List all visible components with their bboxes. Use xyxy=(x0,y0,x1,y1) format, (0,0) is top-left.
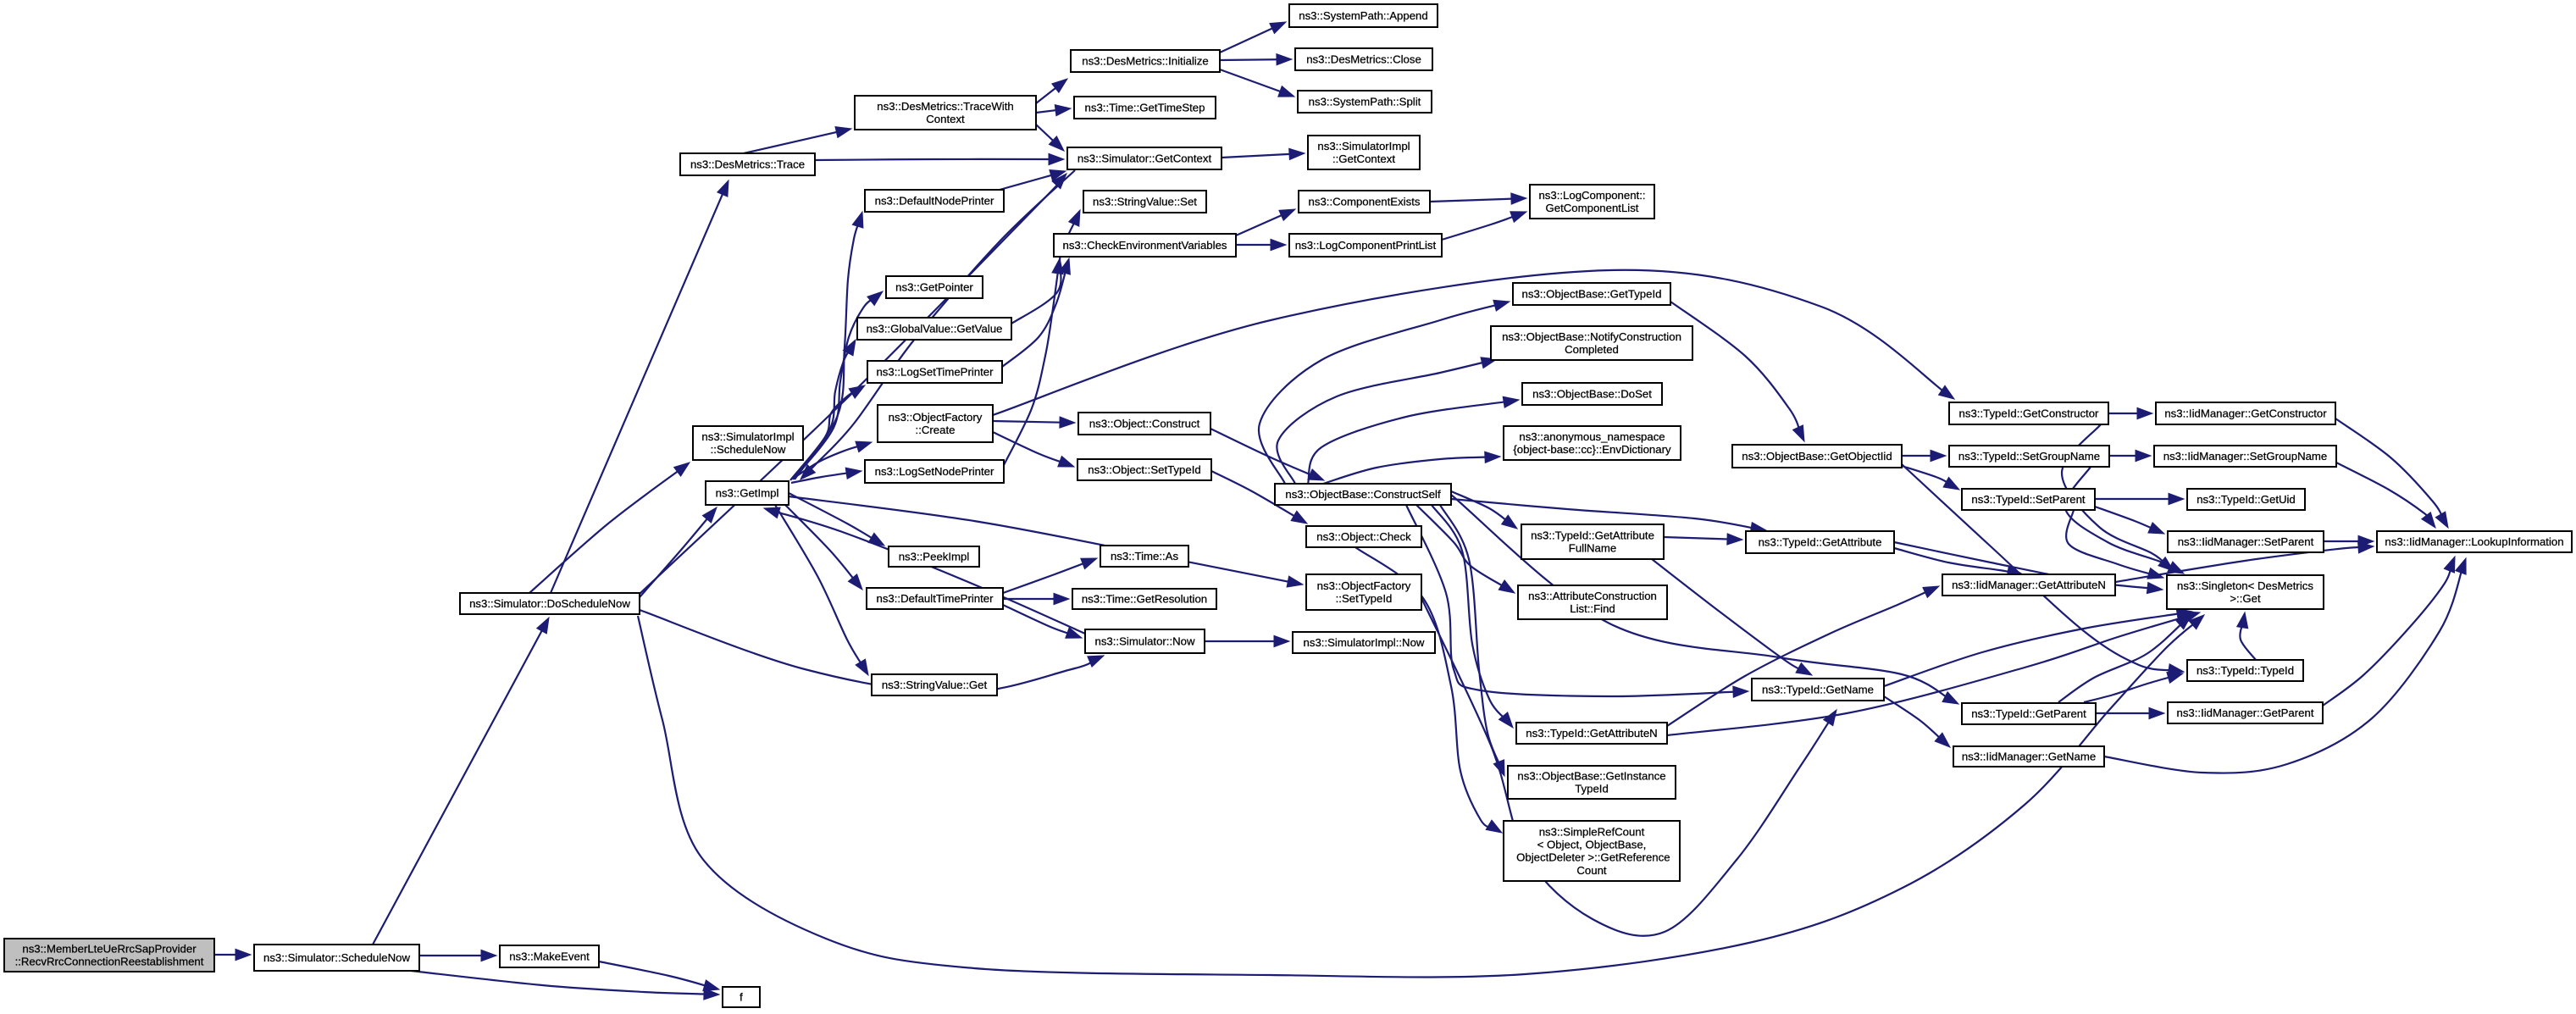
svg-text:ns3::TypeId::GetAttributeN: ns3::TypeId::GetAttributeN xyxy=(1526,727,1657,740)
svg-text:ns3::GlobalValue::GetValue: ns3::GlobalValue::GetValue xyxy=(867,323,1003,335)
svg-text:ns3::ObjectBase::NotifyConstru: ns3::ObjectBase::NotifyConstructionCompl… xyxy=(1502,330,1681,356)
svg-text:ns3::anonymous_namespace{objec: ns3::anonymous_namespace{object-base::cc… xyxy=(1513,430,1671,456)
svg-text:ns3::TypeId::GetConstructor: ns3::TypeId::GetConstructor xyxy=(1959,407,2100,420)
svg-text:ns3::IidManager::GetName: ns3::IidManager::GetName xyxy=(1962,751,2096,763)
svg-text:ns3::ObjectFactory::SetTypeId: ns3::ObjectFactory::SetTypeId xyxy=(1317,579,1411,605)
svg-text:f: f xyxy=(740,991,743,1004)
svg-text:ns3::SimpleRefCount< Object, O: ns3::SimpleRefCount< Object, ObjectBase,… xyxy=(1513,825,1670,877)
svg-text:ns3::TypeId::SetParent: ns3::TypeId::SetParent xyxy=(1971,493,2085,506)
svg-text:ns3::StringValue::Set: ns3::StringValue::Set xyxy=(1093,196,1197,208)
svg-text:ns3::ObjectBase::GetTypeId: ns3::ObjectBase::GetTypeId xyxy=(1522,288,1662,301)
svg-text:ns3::DesMetrics::Close: ns3::DesMetrics::Close xyxy=(1306,53,1421,66)
svg-text:ns3::GetPointer: ns3::GetPointer xyxy=(895,281,973,294)
svg-text:ns3::SimulatorImpl::GetContext: ns3::SimulatorImpl::GetContext xyxy=(1317,140,1410,165)
svg-text:ns3::MakeEvent: ns3::MakeEvent xyxy=(509,950,590,963)
svg-text:ns3::IidManager::GetConstructo: ns3::IidManager::GetConstructor xyxy=(2164,407,2327,420)
svg-text:ns3::ObjectBase::GetObjectIid: ns3::ObjectBase::GetObjectIid xyxy=(1742,450,1892,463)
svg-text:ns3::Object::SetTypeId: ns3::Object::SetTypeId xyxy=(1088,463,1200,476)
svg-text:ns3::SimulatorImpl::Now: ns3::SimulatorImpl::Now xyxy=(1304,636,1425,649)
svg-text:ns3::GetImpl: ns3::GetImpl xyxy=(716,487,779,500)
svg-text:ns3::Simulator::ScheduleNow: ns3::Simulator::ScheduleNow xyxy=(263,951,410,964)
svg-text:ns3::ObjectBase::ConstructSelf: ns3::ObjectBase::ConstructSelf xyxy=(1285,488,1441,501)
svg-text:ns3::SystemPath::Split: ns3::SystemPath::Split xyxy=(1309,96,1421,108)
svg-text:ns3::Simulator::Now: ns3::Simulator::Now xyxy=(1095,635,1195,648)
svg-text:ns3::SystemPath::Append: ns3::SystemPath::Append xyxy=(1299,9,1427,22)
svg-text:ns3::IidManager::SetParent: ns3::IidManager::SetParent xyxy=(2178,535,2314,548)
svg-text:ns3::TypeId::TypeId: ns3::TypeId::TypeId xyxy=(2197,664,2294,677)
svg-text:ns3::IidManager::GetParent: ns3::IidManager::GetParent xyxy=(2176,706,2313,719)
svg-text:ns3::IidManager::SetGroupName: ns3::IidManager::SetGroupName xyxy=(2163,450,2328,463)
svg-text:ns3::DefaultNodePrinter: ns3::DefaultNodePrinter xyxy=(875,195,994,208)
svg-text:ns3::LogComponent::GetComponen: ns3::LogComponent::GetComponentList xyxy=(1538,189,1645,214)
svg-text:ns3::StringValue::Get: ns3::StringValue::Get xyxy=(882,679,988,691)
svg-text:ns3::ComponentExists: ns3::ComponentExists xyxy=(1309,196,1421,208)
svg-text:ns3::LogSetTimePrinter: ns3::LogSetTimePrinter xyxy=(876,366,994,379)
svg-text:ns3::Time::GetResolution: ns3::Time::GetResolution xyxy=(1082,593,1207,606)
svg-text:ns3::CheckEnvironmentVariables: ns3::CheckEnvironmentVariables xyxy=(1063,239,1227,252)
svg-text:ns3::DesMetrics::Initialize: ns3::DesMetrics::Initialize xyxy=(1082,55,1209,68)
svg-text:ns3::TypeId::GetParent: ns3::TypeId::GetParent xyxy=(1971,707,2086,720)
svg-text:ns3::Object::Check: ns3::Object::Check xyxy=(1316,530,1411,543)
svg-text:ns3::TypeId::GetUid: ns3::TypeId::GetUid xyxy=(2197,493,2296,506)
svg-text:ns3::DefaultTimePrinter: ns3::DefaultTimePrinter xyxy=(876,592,994,605)
svg-text:ns3::Singleton< DesMetrics>::G: ns3::Singleton< DesMetrics>::Get xyxy=(2177,579,2313,605)
svg-text:ns3::TypeId::SetGroupName: ns3::TypeId::SetGroupName xyxy=(1958,450,2100,463)
svg-text:ns3::TypeId::GetName: ns3::TypeId::GetName xyxy=(1762,684,1874,696)
svg-text:ns3::MemberLteUeRrcSapProvider: ns3::MemberLteUeRrcSapProvider::RecvRrcC… xyxy=(15,943,204,968)
svg-text:ns3::Simulator::DoScheduleNow: ns3::Simulator::DoScheduleNow xyxy=(469,597,630,610)
svg-text:ns3::Time::As: ns3::Time::As xyxy=(1111,550,1179,562)
svg-text:ns3::SimulatorImpl::ScheduleNo: ns3::SimulatorImpl::ScheduleNow xyxy=(701,430,794,456)
svg-text:ns3::Simulator::GetContext: ns3::Simulator::GetContext xyxy=(1077,152,1212,165)
svg-text:ns3::LogComponentPrintList: ns3::LogComponentPrintList xyxy=(1295,239,1437,252)
svg-text:ns3::ObjectBase::DoSet: ns3::ObjectBase::DoSet xyxy=(1532,388,1652,401)
svg-text:ns3::DesMetrics::Trace: ns3::DesMetrics::Trace xyxy=(690,158,805,171)
svg-text:ns3::IidManager::LookupInforma: ns3::IidManager::LookupInformation xyxy=(2385,535,2563,548)
svg-text:ns3::PeekImpl: ns3::PeekImpl xyxy=(899,551,970,563)
svg-text:ns3::LogSetNodePrinter: ns3::LogSetNodePrinter xyxy=(875,465,994,478)
svg-text:ns3::ObjectFactory::Create: ns3::ObjectFactory::Create xyxy=(889,411,983,436)
svg-text:ns3::IidManager::GetAttributeN: ns3::IidManager::GetAttributeN xyxy=(1952,579,2106,591)
svg-text:ns3::Object::Construct: ns3::Object::Construct xyxy=(1089,418,1200,430)
svg-text:ns3::TypeId::GetAttribute: ns3::TypeId::GetAttribute xyxy=(1759,536,1882,549)
svg-text:ns3::Time::GetTimeStep: ns3::Time::GetTimeStep xyxy=(1085,102,1205,114)
